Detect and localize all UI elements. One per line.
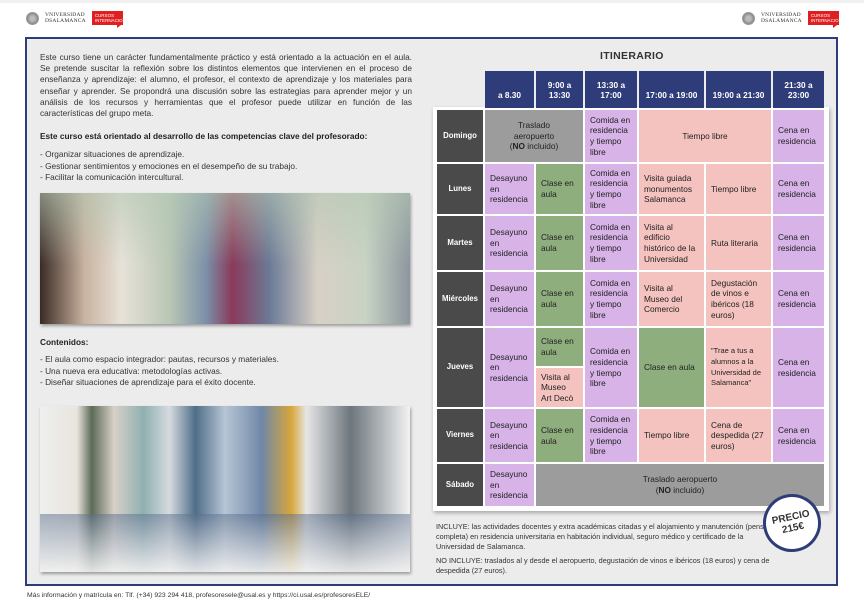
itinerario-title: ITINERARIO (600, 50, 664, 62)
cursos-internacionales-badge: CURSOS INTERNACIONALES (807, 11, 853, 28)
list-item: - El aula como espacio integrador: pauta… (40, 354, 279, 364)
cell-viernes-tiempo-libre: Tiempo libre (639, 409, 704, 462)
footer-contact: Más información y matrícula en: Tlf. (+3… (27, 592, 371, 599)
cell-lunes-clase: Clase en aula (536, 164, 583, 214)
cell-jueves-trae: "Trae a tus a alumnos a la Universidad d… (706, 328, 771, 407)
cell-miercoles-cena: Cena en residencia (773, 272, 824, 326)
header-time-4: 17:00 a 19:00 (639, 71, 704, 108)
cell-miercoles-comida: Comida en residencia y tiempo libre (585, 272, 637, 326)
header-time-6: 21:30 a 23:00 (773, 71, 824, 108)
list-item: - Organizar situaciones de aprendizaje. (40, 149, 185, 159)
students-lecture-photo (40, 193, 410, 324)
header-time-1: a 8.30 (485, 71, 534, 108)
contenidos-title: Contenidos: (40, 337, 89, 347)
cell-jueves-clase: Clase en aula (536, 328, 583, 366)
list-item: - Facilitar la comunicación intercultura… (40, 172, 184, 183)
cell-miercoles-degustacion: Degustación de vinos e ibéricos (18 euro… (706, 272, 771, 326)
cell-jueves-visita: Visita al Museo Art Decò (536, 368, 583, 407)
competencias-list: - Organizar situaciones de aprendizaje. … (40, 149, 412, 184)
cell-jueves-desayuno: Desayuno en residencia (485, 328, 534, 407)
cell-martes-desayuno: Desayuno en residencia (485, 216, 534, 270)
cell-lunes-visita: Visita guiada monumentos Salamanca (639, 164, 704, 214)
cell-domingo-comida: Comida en residencia y tiempo libre (585, 110, 637, 162)
cell-martes-comida: Comida en residencia y tiempo libre (585, 216, 637, 270)
list-item: - Diseñar situaciones de aprendizaje par… (40, 377, 256, 388)
cell-viernes-desayuno: Desayuno en residencia (485, 409, 534, 462)
university-seal-icon (742, 11, 755, 25)
usal-logo-right: VNIVERSIDAD DSALAMANCA CURSOS INTERNACIO… (742, 11, 853, 28)
cell-domingo-traslado: Traslado aeropuerto (NO incluido) (485, 110, 583, 162)
cell-viernes-cena-despedida: Cena de despedida (27 euros) (706, 409, 771, 462)
header-time-5: 19:00 a 21:30 (706, 71, 771, 108)
no-incluye-note: NO INCLUYE: traslados al y desde el aero… (436, 556, 770, 575)
day-martes: Martes (437, 216, 483, 270)
cell-martes-clase: Clase en aula (536, 216, 583, 270)
cell-martes-cena: Cena en residencia (773, 216, 824, 270)
cell-domingo-tiempo-libre: Tiempo libre (639, 110, 771, 162)
header-time-2: 9:00 a 13:30 (536, 71, 583, 108)
top-strip (0, 0, 864, 3)
university-name: VNIVERSIDAD DSALAMANCA (45, 12, 86, 24)
cell-jueves-comida: Comida en residencia y tiempo libre (585, 328, 637, 407)
contenidos-list: - El aula como espacio integrador: pauta… (40, 354, 412, 389)
cell-viernes-clase: Clase en aula (536, 409, 583, 462)
cell-lunes-desayuno: Desayuno en residencia (485, 164, 534, 214)
day-miercoles: Miércoles (437, 272, 483, 326)
cell-miercoles-desayuno: Desayuno en residencia (485, 272, 534, 326)
cell-sabado-desayuno: Desayuno en residencia (485, 464, 534, 506)
university-name: VNIVERSIDAD DSALAMANCA (761, 12, 802, 24)
competencias-title: Este curso está orientado al desarrollo … (40, 131, 368, 141)
cell-lunes-cena: Cena en residencia (773, 164, 824, 214)
header-time-3: 13:30 a 17:00 (585, 71, 637, 108)
cell-miercoles-clase: Clase en aula (536, 272, 583, 326)
usal-logo-left: VNIVERSIDAD DSALAMANCA CURSOS INTERNACIO… (26, 11, 137, 28)
university-seal-icon (26, 11, 39, 25)
cell-viernes-cena: Cena en residencia (773, 409, 824, 462)
cell-miercoles-visita: Visita al Museo del Comercio (639, 272, 704, 326)
cell-jueves-clase-tarde: Clase en aula (639, 328, 704, 407)
list-item: - Gestionar sentimientos y emociones en … (40, 160, 298, 171)
incluye-note: INCLUYE: las actividades docentes y extr… (436, 522, 774, 551)
cell-martes-visita: Visita al edificio histórico de la Unive… (639, 216, 704, 270)
day-jueves: Jueves (437, 328, 483, 407)
cell-lunes-tiempo-libre: Tiempo libre (706, 164, 771, 214)
list-item: - Una nueva era educativa: metodologías … (40, 365, 223, 376)
students-group-photo (40, 406, 410, 572)
day-domingo: Domingo (437, 110, 483, 162)
cell-viernes-comida: Comida en residencia y tiempo libre (585, 409, 637, 462)
cell-jueves-cena: Cena en residencia (773, 328, 824, 407)
cursos-internacionales-badge: CURSOS INTERNACIONALES (91, 11, 137, 28)
cell-domingo-cena: Cena en residencia (773, 110, 824, 162)
day-lunes: Lunes (437, 164, 483, 214)
course-intro: Este curso tiene un carácter fundamental… (40, 52, 412, 119)
cell-martes-ruta: Ruta literaria (706, 216, 771, 270)
day-sabado: Sábado (437, 464, 483, 506)
day-viernes: Viernes (437, 409, 483, 462)
cell-lunes-comida: Comida en residencia y tiempo libre (585, 164, 637, 214)
